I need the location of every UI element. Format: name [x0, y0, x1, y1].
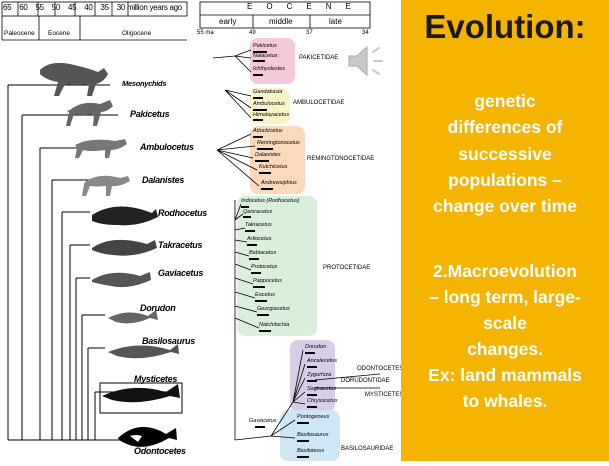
- tick-label: 50: [52, 3, 60, 12]
- taxon-label: Dorudon: [140, 303, 175, 313]
- family-odontocetes: ODONTOCETES: [357, 366, 403, 372]
- species-label: Attockicetus: [253, 128, 283, 134]
- tick-label: 30 million years ago: [117, 3, 182, 12]
- species-label: Protocetus: [251, 264, 277, 270]
- species-label: Ambulocetus: [253, 101, 285, 107]
- time-ticks: 65 60 55 50 45 40 35 30 million years ag…: [3, 3, 182, 12]
- family-mysticetes: MYSTICETES: [365, 392, 403, 398]
- taxon-label: Dalanistes: [142, 175, 184, 185]
- species-label: Indocetus (Rodhocetus): [241, 198, 299, 204]
- family-protocetidae: PROTOCETIDAE: [323, 265, 370, 271]
- panel-line: Ex: land mammals: [401, 362, 609, 388]
- age-label: 37: [306, 30, 313, 36]
- epoch-oligocene: Oligocene: [122, 30, 151, 37]
- eocene-letter: E: [306, 2, 325, 11]
- species-label: Kutchicetus: [259, 164, 287, 170]
- subdivision-middle: middle: [269, 17, 293, 26]
- species-label: Qaisracetus: [243, 209, 272, 215]
- taxon-label: Basilosaurus: [142, 336, 195, 346]
- tick-label: 45: [68, 3, 76, 12]
- panel-title: Evolution:: [401, 8, 609, 46]
- tick-label: 65: [3, 3, 11, 12]
- taxon-label: Odontocetes: [134, 446, 186, 456]
- panel-line: genetic: [401, 88, 609, 114]
- species-label: Chrysocetus: [307, 398, 338, 404]
- species-label: Himalayacetus: [253, 112, 289, 118]
- speaker-icon-svg: [347, 44, 389, 78]
- panel-line: – long term, large-: [401, 284, 609, 310]
- panel-line: differences of: [401, 114, 609, 140]
- species-label: Zygorhiza: [307, 372, 331, 378]
- eocene-letter: N: [326, 2, 346, 11]
- age-label: 49: [249, 30, 256, 36]
- age-label: 34: [362, 30, 369, 36]
- family-ambulocetidae: AMBULOCETIDAE: [293, 100, 344, 106]
- panel-line: to whales.: [401, 388, 609, 414]
- panel-line: populations –: [401, 167, 609, 193]
- taxon-label: Ambulocetus: [140, 142, 194, 152]
- family-dorudontidae: DORUDONTIDAE: [341, 378, 390, 384]
- taxon-label: Mesonychids: [122, 79, 166, 88]
- species-label: Dalanistes: [255, 152, 281, 158]
- tick-label: 35: [101, 3, 109, 12]
- species-label: Ancalecetus: [307, 358, 337, 364]
- tick-label: 55: [36, 3, 44, 12]
- family-remingtonocetidae: REMINGTONOCETIDAE: [307, 156, 374, 162]
- species-label: Basiloterus: [297, 448, 324, 454]
- definition-panel: Evolution: genetic differences of succes…: [401, 0, 609, 461]
- species-label: Nalacetus: [253, 53, 277, 59]
- left-phylogeny: 65 60 55 50 45 40 35 30 million years ag…: [0, 0, 195, 461]
- species-label: Ichthyolestes: [253, 66, 285, 72]
- family-pakicetidae: PAKICETIDAE: [299, 55, 338, 61]
- species-label: Babiacetus: [249, 250, 276, 256]
- species-label: Pakicetus: [253, 43, 277, 49]
- species-label: Remingtonocetus: [257, 140, 300, 146]
- age-label: 55 ma: [197, 30, 214, 36]
- subdivision-late: late: [329, 17, 342, 26]
- tick-label: 40: [84, 3, 92, 12]
- species-label: Basilosaurus: [297, 432, 329, 438]
- panel-line: successive: [401, 141, 609, 167]
- panel-line: scale: [401, 310, 609, 336]
- species-label: Georgiacetus: [257, 306, 290, 312]
- species-label: Dorudon: [305, 344, 326, 350]
- species-label: Gandakasia: [253, 89, 282, 95]
- subdivision-early: early: [219, 17, 236, 26]
- eocene-header: EOCENE: [247, 2, 365, 11]
- species-label: Gaviacetus: [249, 418, 277, 424]
- species-label: Saghacetus: [307, 386, 336, 392]
- eocene-letter: C: [287, 2, 307, 11]
- epoch-eocene: Eocene: [48, 30, 70, 37]
- species-label: Takracetus: [245, 222, 272, 228]
- tick-label: 60: [19, 3, 27, 12]
- species-label: Pappocetus: [253, 278, 282, 284]
- panel-line: changes.: [401, 336, 609, 362]
- eocene-letter: E: [247, 2, 266, 11]
- epoch-paleocene: Paleocene: [4, 30, 35, 37]
- speaker-icon[interactable]: [347, 44, 389, 78]
- species-label: Pontogeneus: [297, 414, 329, 420]
- left-phylogeny-svg: [0, 0, 195, 461]
- species-label: Natchitochia: [259, 322, 289, 328]
- taxon-label: Pakicetus: [130, 109, 169, 119]
- eocene-letter: E: [345, 2, 364, 11]
- taxon-label: Mysticetes: [134, 374, 177, 384]
- species-label: Artiocetus: [247, 236, 271, 242]
- eocene-letter: O: [266, 2, 286, 11]
- panel-line: change over time: [401, 193, 609, 219]
- panel-line: 2.Macroevolution: [401, 258, 609, 284]
- species-label: Eocetus: [255, 292, 275, 298]
- species-label: Andrewsiphius: [261, 180, 297, 186]
- family-basilosauridae: BASILOSAURIDAE: [341, 446, 393, 452]
